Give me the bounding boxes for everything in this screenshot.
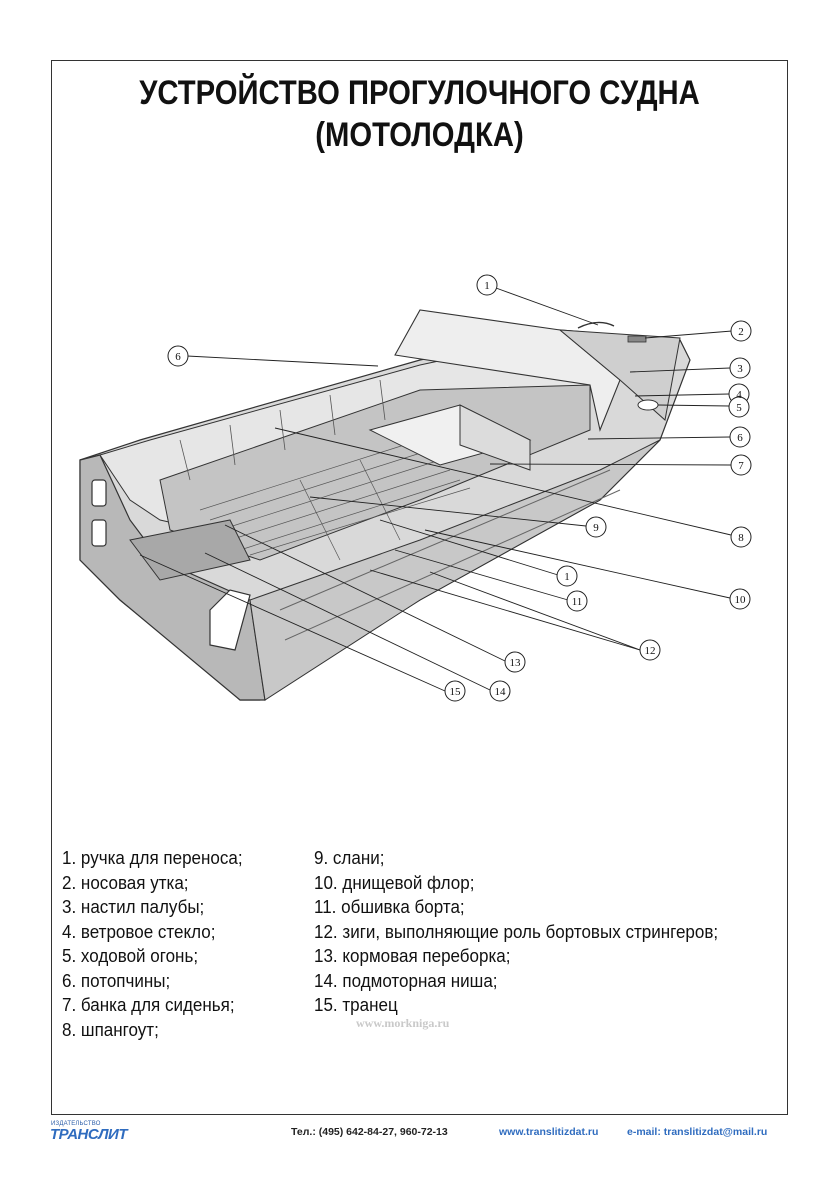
carry-handle [577,321,615,329]
callout-label-6-left: 6 [175,351,181,363]
callout-circle-11 [566,590,588,612]
transom-cutouts [91,479,251,651]
publisher-caption: ИЗДАТЕЛЬСТВО [51,1121,101,1127]
callout-label-1-bottom: 1 [564,571,570,583]
legend-right-column: 9. слани; 10. днищевой флор; 11. обшивка… [314,846,753,1018]
leader-8 [274,427,732,536]
leader-12a [369,569,641,651]
leader-13 [224,524,506,662]
legend-item: 6. потопчины; [62,969,171,991]
callout-circles [167,274,752,702]
leader-10 [424,529,731,599]
callout-circle-15 [444,680,466,702]
callout-label-12: 12 [645,645,656,657]
callout-label-9: 9 [593,522,599,534]
legend-item: 14. подмоторная ниша; [314,969,498,991]
legend-item: 10. днищевой флор; [314,871,475,893]
page-title: УСТРОЙСТВО ПРОГУЛОЧНОГО СУДНА (МОТОЛОДКА… [103,72,737,156]
navigation-light [637,399,659,411]
leader-3 [629,367,731,373]
callout-label-4: 4 [736,389,742,401]
legend-item: 5. ходовой огонь; [62,945,199,966]
motor-niche [129,519,251,581]
legend-item: 9. слани; [314,847,385,868]
callout-circle-8 [730,526,752,548]
boat-illustration [79,309,691,701]
footer-email-link[interactable]: e-mail: translitizdat@mail.ru [627,1126,768,1138]
leader-6-left [186,355,379,367]
leader-11 [394,549,569,601]
callout-circle-1-bottom [556,565,578,587]
callout-label-2: 2 [738,326,744,338]
leader-1-top [495,287,599,326]
title-line-1: УСТРОЙСТВО ПРОГУЛОЧНОГО СУДНА [139,74,700,112]
callout-label-5: 5 [736,402,742,414]
leader-6-right [587,436,731,440]
callout-label-3: 3 [737,363,743,375]
footer-phone: Тел.: (495) 642-84-27, 960-72-13 [291,1126,448,1138]
callout-label-15: 15 [450,686,462,698]
callout-circle-5 [728,396,750,418]
leader-lines [139,287,733,692]
callout-circle-6-right [729,426,751,448]
callout-circle-14 [489,680,511,702]
legend-left-column: 1. ручка для переноса; 2. носовая утка; … [62,846,258,1042]
legend-item: 11. обшивка борта; [314,896,465,917]
callout-circle-2 [730,320,752,342]
watermark: www.morkniga.ru [356,1016,450,1030]
leader-1-bottom [379,519,559,576]
legend-item: 8. шпангоут; [62,1018,159,1040]
leader-2 [644,330,733,339]
legend-item: 4. ветровое стекло; [62,920,216,942]
callout-circle-12 [639,639,661,661]
floor-slats [199,439,471,561]
callout-circle-1-top [476,274,498,296]
legend-item: 15. транец [314,994,398,1015]
leader-5 [657,404,730,407]
callout-circle-3 [729,357,751,379]
callout-label-1-top: 1 [484,280,490,292]
leader-12b [429,571,641,651]
title-line-2: (МОТОЛОДКА) [315,116,524,154]
callout-label-14: 14 [495,686,507,698]
hull-side [249,439,661,701]
legend-item: 13. кормовая переборка; [314,945,511,966]
bow-deck [558,329,681,421]
poster-frame [51,60,788,1115]
leader-9 [309,496,587,527]
callout-circle-10 [729,588,751,610]
leader-15 [139,554,446,692]
leader-14 [204,552,491,691]
leader-4 [634,393,730,397]
seat-back [459,404,531,471]
legend-item: 1. ручка для переноса; [62,847,243,868]
callout-label-6-right: 6 [737,432,743,444]
legend-item: 3. настил палубы; [62,896,205,917]
callout-circle-7 [730,454,752,476]
callout-label-11: 11 [572,596,583,608]
callout-label-10: 10 [735,594,747,606]
callout-label-8: 8 [738,532,744,544]
callout-label-7: 7 [738,460,744,472]
callout-circle-13 [504,651,526,673]
legend-item: 2. носовая утка; [62,871,189,893]
legend-item: 12. зиги, выполняющие роль бортовых стри… [314,920,719,942]
hull-frames [179,379,386,481]
publisher-logo: ТРАНСЛИТ [50,1126,127,1143]
leader-7 [489,463,732,466]
callout-circle-9 [585,516,607,538]
footer-website-link[interactable]: www.translitizdat.ru [499,1126,599,1138]
legend-item: 7. банка для сиденья; [62,994,235,1015]
callout-label-13: 13 [510,657,522,669]
callout-circle-6-left [167,345,189,367]
bow-cleat [627,335,647,343]
